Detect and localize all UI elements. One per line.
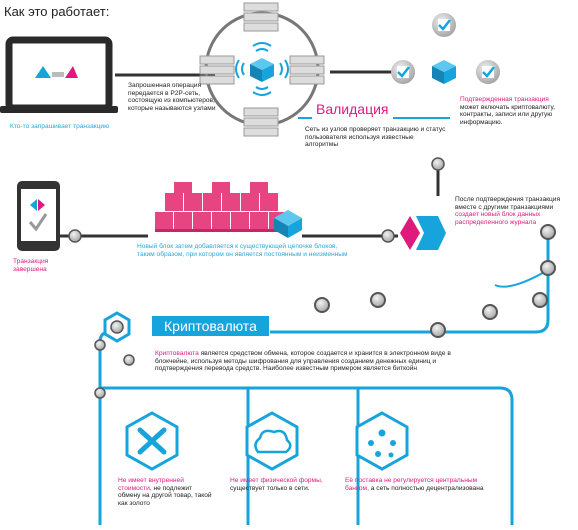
verified-lead: Подтвержденная транзакция <box>460 96 549 103</box>
crypto-definition-text: является средством обмена, которое созда… <box>155 350 451 373</box>
chain-bead <box>381 229 395 243</box>
chevron-block-icon <box>400 216 446 250</box>
feature-3-lead: Её поставка не регулируется центральным … <box>345 477 478 492</box>
feature-1-lead: Не имеет внутренней стоимости, <box>118 477 184 492</box>
validation-text: Сеть из узлов проверяет транзакцию и ста… <box>305 126 446 149</box>
request-label: Кто-то запрашивает транзакцию <box>10 123 110 130</box>
feature-2-lead: Не имеет физической формы, <box>230 477 323 484</box>
blockchain-stack-graphic <box>155 182 302 238</box>
verified-text: может включать криптовалюту, контракты, … <box>460 103 555 126</box>
network-icon <box>355 411 409 471</box>
chain-bead <box>431 157 445 171</box>
feature-3-text: а сеть полностью децентрализована <box>370 484 484 492</box>
new-block-lead: создает новый блок данных распределенног… <box>455 211 541 226</box>
new-block-caption: После подтверждения транзакция вместе с … <box>455 196 565 226</box>
feature-1-text: не подлежит обмену на другой товар, тако… <box>118 484 212 507</box>
page-title: Как это работает: <box>4 4 110 19</box>
hexagon-bead <box>103 311 131 343</box>
check-icon <box>391 60 415 84</box>
cloud-icon <box>245 411 299 471</box>
feature-2: Не имеет физической формы, существует то… <box>230 477 330 492</box>
feature-2-text: существует только в сети. <box>230 484 310 492</box>
server-icon <box>243 2 279 32</box>
p2p-network-graphic <box>199 2 325 137</box>
crypto-definition: Криптовалюта является средством обмена, … <box>155 350 485 373</box>
new-block-text: После подтверждения транзакция вместе с … <box>455 196 561 211</box>
laptop-icon <box>0 36 118 113</box>
crypto-term: Криптовалюта <box>155 350 199 357</box>
server-icon <box>199 55 235 85</box>
wifi-icon <box>235 42 289 96</box>
check-icon <box>476 60 500 84</box>
feature-1: Не имеет внутренней стоимости, не подлеж… <box>118 477 213 507</box>
feature-3: Её поставка не регулируется центральным … <box>345 477 485 492</box>
check-icon <box>432 13 456 37</box>
block-cube-icon <box>250 58 274 82</box>
complete-label: Транзакция завершена <box>13 258 49 273</box>
phone-icon <box>17 181 60 251</box>
block-cube-icon <box>432 60 456 84</box>
chain-bead <box>68 229 82 243</box>
server-icon <box>289 55 325 85</box>
no-value-icon <box>125 411 179 471</box>
verified-caption: Подтвержденная транзакция может включать… <box>460 96 555 126</box>
broadcast-text: Запрошенная операция передается в P2P-се… <box>128 82 216 112</box>
chain-text: Новый блок затем добавляется к существую… <box>137 243 348 258</box>
server-icon <box>243 107 279 137</box>
validation-title: Валидация <box>312 99 393 119</box>
crypto-banner: Криптовалюта <box>152 316 269 336</box>
